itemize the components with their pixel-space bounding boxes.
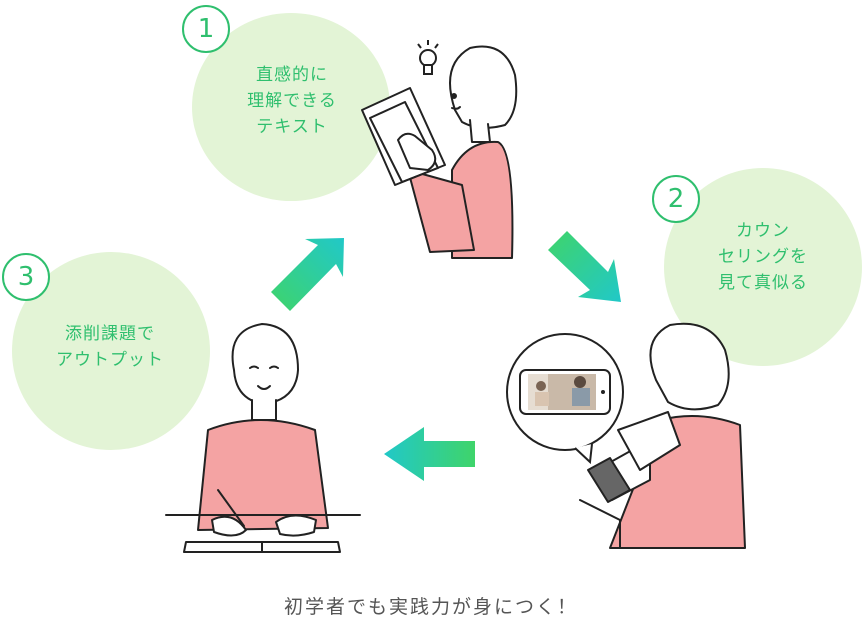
lightbulb-icon xyxy=(417,40,439,75)
step-1-bubble xyxy=(192,13,390,201)
person-watching-illustration xyxy=(579,322,746,549)
person-writing-illustration xyxy=(165,323,361,553)
arrow-down-right-icon xyxy=(548,231,621,302)
step-2-label: カウン セリングを 見て真似る xyxy=(718,221,808,293)
step-1-number: 1 xyxy=(182,5,230,53)
caption: 初学者でも実践力が身につく！ xyxy=(283,596,578,618)
step-3-number: 3 xyxy=(2,253,50,301)
step-3-label: 添削課題で アウトプット xyxy=(56,324,164,370)
step-2-number: 2 xyxy=(652,175,700,223)
smartphone-video-icon xyxy=(519,369,611,415)
step-1-label: 直感的に 理解できる テキスト xyxy=(247,65,337,137)
person-reading-illustration xyxy=(361,45,518,259)
arrow-up-right-icon xyxy=(271,238,344,311)
arrow-left-icon xyxy=(384,427,475,481)
